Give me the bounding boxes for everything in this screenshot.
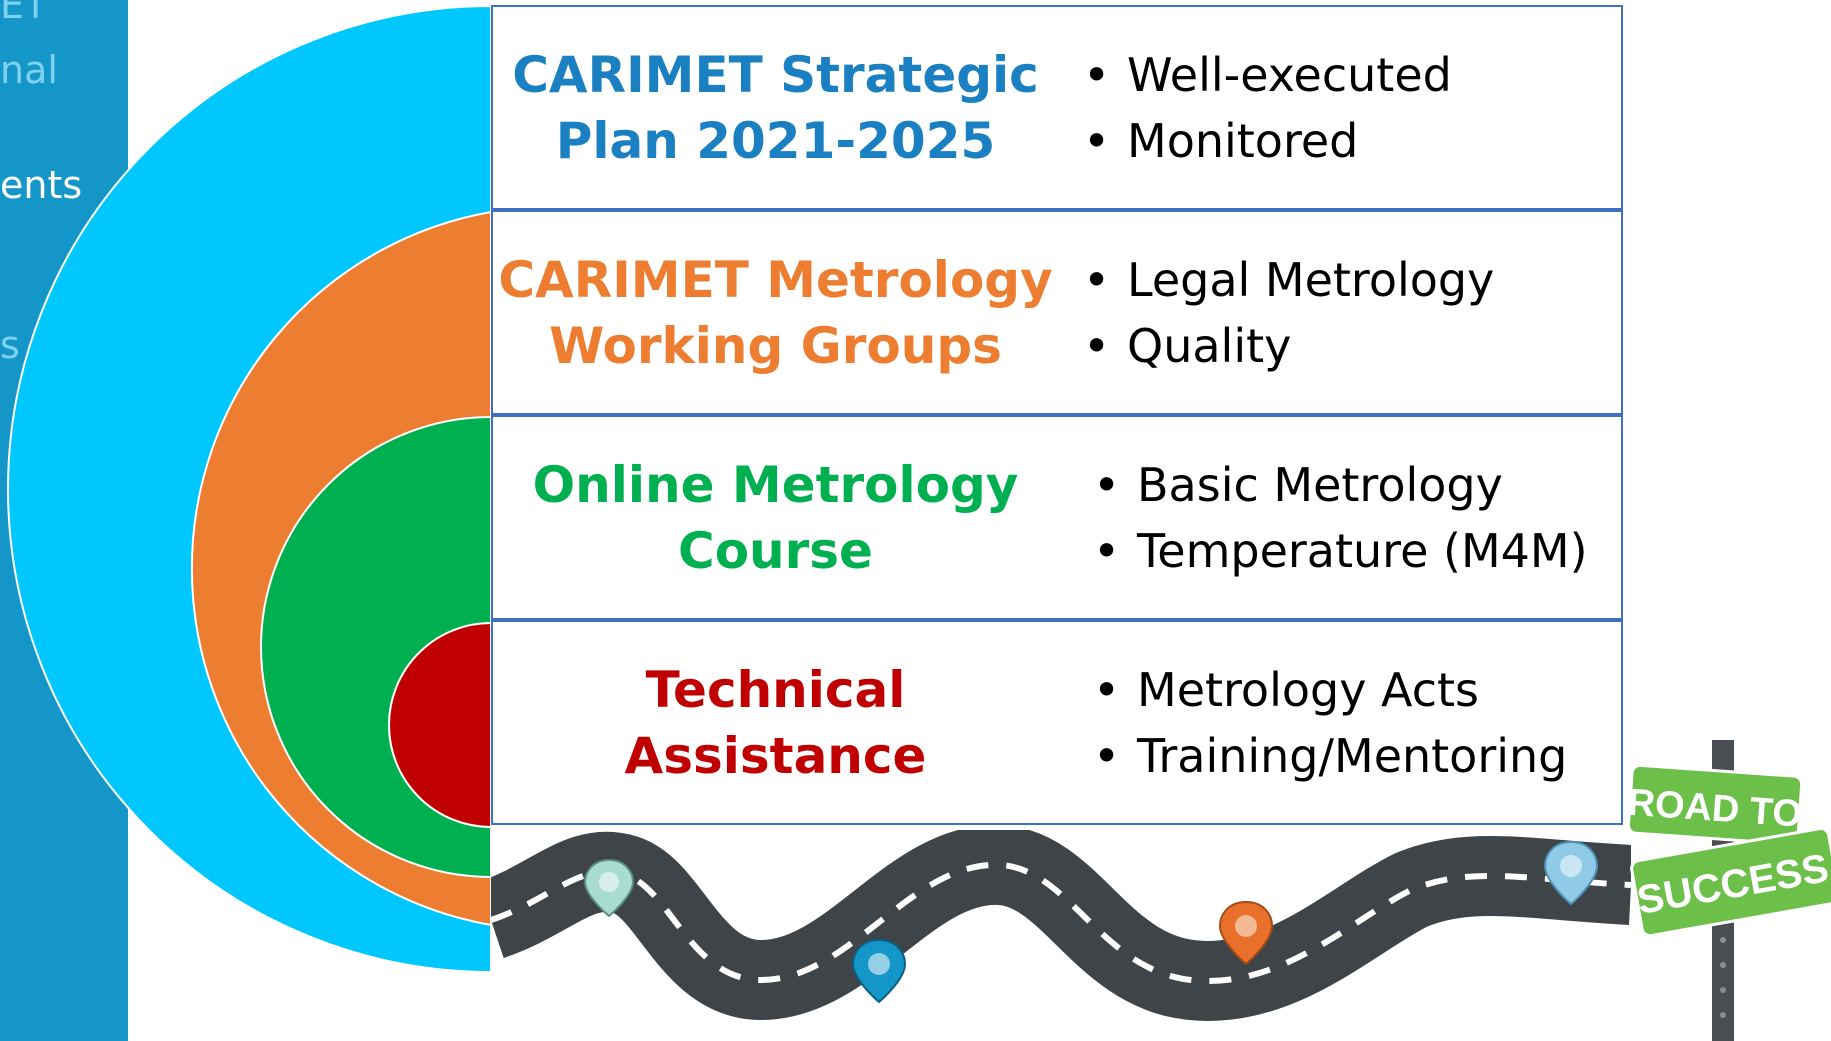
sidebar-fragment-3: ents (0, 163, 83, 207)
title-line: CARIMET Strategic (512, 45, 1039, 104)
bullet-icon: • (1083, 47, 1111, 102)
bullet-item: • Training/Mentoring (1093, 723, 1567, 789)
bullet-list: • Basic Metrology • Temperature (M4M) (1093, 417, 1588, 618)
winding-road-illustration (491, 830, 1631, 1021)
bullet-text: Metrology Acts (1137, 662, 1479, 717)
title-line: Online Metrology (532, 455, 1019, 514)
bullet-text: Basic Metrology (1137, 457, 1503, 512)
bullet-icon: • (1093, 662, 1121, 717)
bullet-text: Training/Mentoring (1137, 728, 1568, 783)
map-pin-icon (583, 858, 635, 918)
bullet-icon: • (1093, 457, 1121, 512)
title-line: Working Groups (549, 316, 1002, 375)
bullet-list: • Well-executed • Monitored (1083, 7, 1452, 208)
bullet-item: • Well-executed (1083, 42, 1452, 108)
title-line: Plan 2021-2025 (555, 111, 996, 170)
sign-board-top: ROAD TO (1626, 763, 1803, 846)
core-red-arc (388, 621, 492, 829)
bullet-list: • Metrology Acts • Training/Mentoring (1093, 622, 1567, 823)
bullet-icon: • (1083, 318, 1111, 373)
bullet-icon: • (1083, 252, 1111, 307)
bullet-item: • Monitored (1083, 108, 1452, 174)
bullet-text: Legal Metrology (1127, 252, 1495, 307)
map-pin-icon (851, 938, 907, 1004)
sidebar-fragment-4: s (0, 323, 20, 367)
road-surface (491, 830, 1631, 1021)
bullet-text: Monitored (1127, 113, 1359, 168)
bullet-item: • Quality (1083, 313, 1494, 379)
bullet-item: • Legal Metrology (1083, 247, 1494, 313)
bullet-icon: • (1093, 523, 1121, 578)
road-center-line (491, 861, 1631, 984)
bullet-icon: • (1083, 113, 1111, 168)
tier-title: Technical Assistance (493, 622, 1058, 823)
tier-technical-assistance: Technical Assistance • Metrology Acts • Tr… (491, 620, 1623, 825)
road-to-success-sign: ROAD TO SUCCESS (1626, 740, 1831, 1041)
map-pin-icon (1543, 840, 1599, 906)
sidebar-fragment-1: ET (0, 0, 48, 27)
sign-board-bottom: SUCCESS (1630, 827, 1831, 938)
bullet-text: Quality (1127, 318, 1292, 373)
map-pin-icon (1218, 900, 1274, 966)
title-line: CARIMET Metrology (498, 250, 1053, 309)
title-line: Technical Assistance (624, 660, 927, 785)
title-line: Course (678, 521, 873, 580)
bullet-icon: • (1093, 728, 1121, 783)
sidebar-fragment-2: nal (0, 48, 58, 92)
bullet-list: • Legal Metrology • Quality (1083, 212, 1494, 413)
bullet-text: Temperature (M4M) (1137, 523, 1588, 578)
bullet-item: • Temperature (M4M) (1093, 518, 1588, 584)
bullet-item: • Basic Metrology (1093, 452, 1588, 518)
bullet-item: • Metrology Acts (1093, 657, 1567, 723)
bullet-text: Well-executed (1127, 47, 1452, 102)
